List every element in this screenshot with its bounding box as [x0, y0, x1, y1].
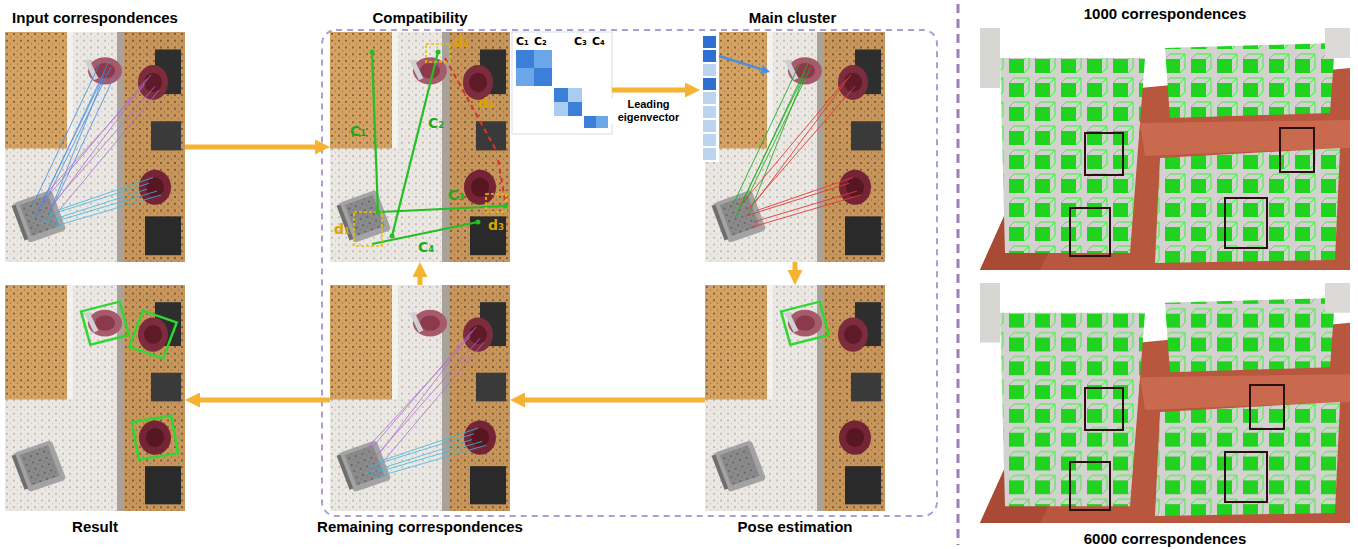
symbol-label: d₄ [478, 96, 494, 110]
panel: Pose estimation [705, 285, 885, 511]
arrow-label: Leading eigenvector [609, 98, 689, 124]
scene [5, 285, 185, 511]
symbol-label: C₄ [592, 36, 605, 47]
scene [5, 32, 185, 262]
flow-arrow [793, 262, 798, 270]
flow-arrow [200, 398, 330, 403]
symbol-label: d₃ [488, 218, 504, 232]
panel-title: Input correspondences [12, 9, 178, 26]
correspondences [33, 61, 161, 228]
flow-arrow [185, 145, 315, 150]
panel-title: Result [72, 518, 118, 535]
separator [957, 4, 960, 545]
symbol-label: C₃ [574, 36, 587, 47]
panel: Main cluster [700, 32, 885, 262]
loop-frame [322, 30, 937, 516]
symbol-label: C₁ [350, 124, 366, 138]
symbol-label: d₁ [334, 222, 350, 236]
eigenvector [700, 32, 770, 162]
panel-title: Remaining correspondences [317, 518, 523, 535]
panel: Remaining correspondences [330, 285, 510, 511]
panel-title: 1000 correspondences [1084, 5, 1247, 22]
panel-title: Main cluster [749, 9, 837, 26]
scene [330, 32, 510, 262]
panel: Compatibility [330, 32, 612, 262]
correspondences [364, 327, 486, 478]
scene [705, 32, 885, 262]
hall-scene [980, 28, 1350, 270]
panel: Result [5, 285, 185, 511]
scene [705, 285, 885, 511]
panel-title: Pose estimation [737, 518, 852, 535]
symbol-label: C₄ [418, 240, 434, 254]
flow-arrow [418, 277, 423, 285]
symbol-label: C₃ [448, 188, 464, 202]
hall-scene [980, 283, 1350, 523]
symbol-label: C₂ [534, 36, 547, 47]
flow-arrow [612, 88, 685, 93]
compatibility-lines [354, 44, 508, 246]
symbol-label: C₁ [516, 36, 529, 47]
panel: 1000 correspondences [980, 28, 1350, 270]
scene [330, 285, 510, 511]
symbol-label: C₂ [428, 116, 444, 130]
compatibility-matrix [512, 32, 612, 134]
symbol-label: d₂ [453, 35, 469, 49]
pose-boxes [81, 302, 178, 460]
panel-title: 6000 correspondences [1084, 530, 1247, 547]
panel-title: Compatibility [372, 9, 467, 26]
panel: Input correspondences [5, 32, 185, 262]
clustered-lines [733, 61, 861, 228]
pose-box [781, 302, 829, 345]
panel: 6000 correspondences [980, 283, 1350, 523]
flow-arrow [525, 398, 705, 403]
highlight-boxes [1070, 128, 1314, 510]
